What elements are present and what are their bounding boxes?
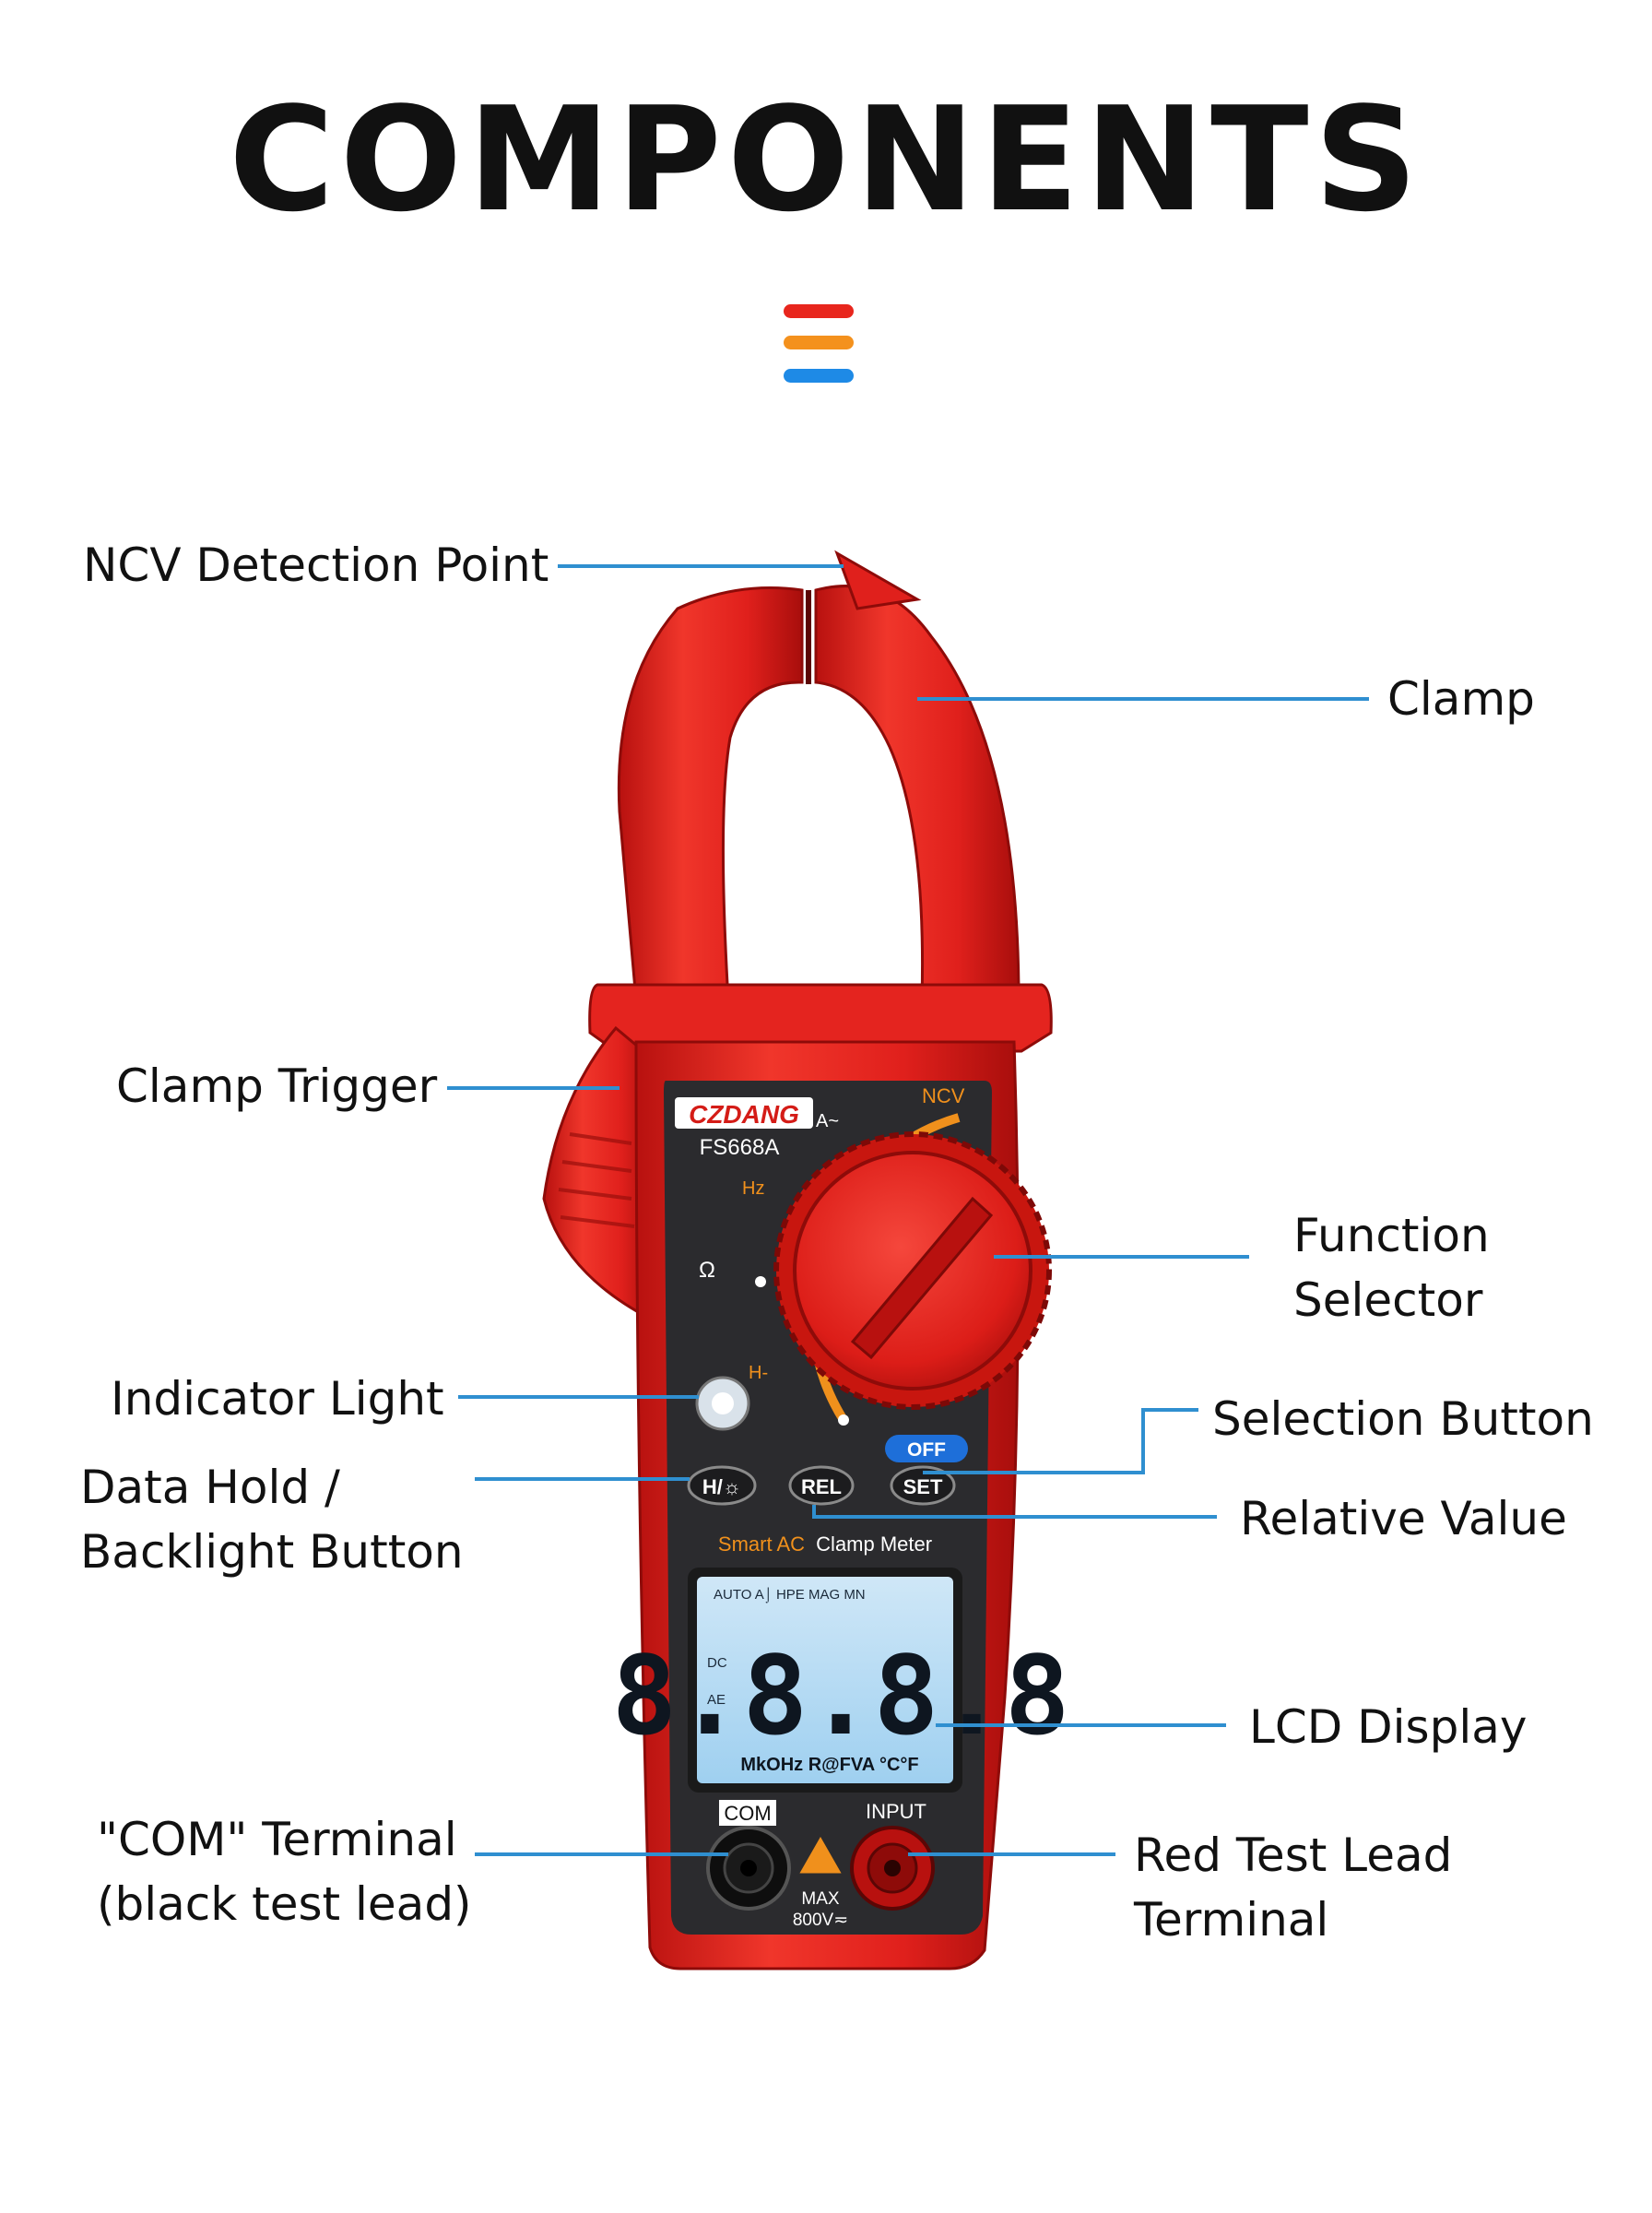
- label-red-lead-terminal-line1: Red Test Lead: [1134, 1823, 1452, 1888]
- label-clamp-trigger: Clamp Trigger: [116, 1054, 437, 1118]
- label-clamp: Clamp: [1387, 667, 1535, 731]
- leader-relative-value: [814, 1505, 1217, 1517]
- label-ncv-detection-point: NCV Detection Point: [83, 533, 549, 598]
- label-com-terminal-line1: "COM" Terminal: [97, 1807, 472, 1872]
- label-function-selector-line2: Selector: [1293, 1268, 1490, 1332]
- label-red-lead-terminal: Red Test Lead Terminal: [1134, 1823, 1452, 1952]
- label-data-hold-line1: Data Hold /: [80, 1455, 464, 1520]
- label-com-terminal: "COM" Terminal (black test lead): [97, 1807, 472, 1936]
- label-red-lead-terminal-line2: Terminal: [1134, 1888, 1452, 1952]
- label-function-selector-line1: Function: [1293, 1203, 1490, 1268]
- leader-selection-button: [923, 1410, 1198, 1473]
- label-relative-value: Relative Value: [1240, 1486, 1567, 1551]
- label-com-terminal-line2: (black test lead): [97, 1872, 472, 1936]
- label-lcd-display: LCD Display: [1249, 1695, 1527, 1759]
- label-function-selector: Function Selector: [1293, 1203, 1490, 1332]
- label-selection-button: Selection Button: [1212, 1387, 1594, 1451]
- label-indicator-light: Indicator Light: [111, 1367, 444, 1431]
- label-data-hold-line2: Backlight Button: [80, 1520, 464, 1584]
- label-data-hold: Data Hold / Backlight Button: [80, 1455, 464, 1584]
